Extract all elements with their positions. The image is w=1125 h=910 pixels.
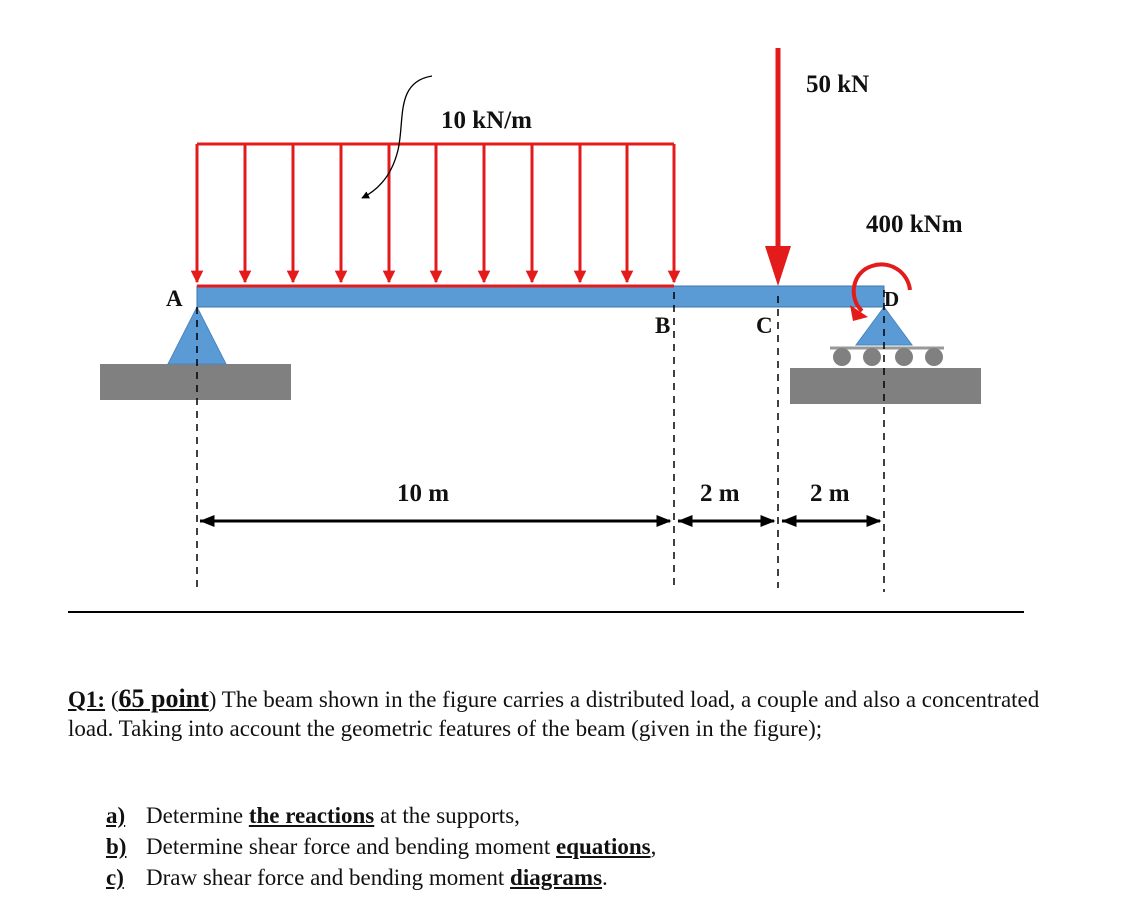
point-load-arrowhead [765, 246, 791, 286]
task-item: b) Determine shear force and bending mome… [106, 831, 656, 862]
dimension-ab-label: 10 m [397, 480, 449, 507]
dimension-cd-label: 2 m [810, 480, 850, 507]
task-text: Draw shear force and bending moment [146, 865, 511, 890]
task-emphasis: diagrams [510, 865, 603, 890]
question-paragraph: Q1: (65 point) The beam shown in the fig… [68, 684, 1058, 743]
question-label: Q1: [68, 687, 106, 712]
task-list: a) Determine the reactions at the support… [106, 800, 656, 893]
beam [196, 285, 885, 308]
points-close: ) [208, 687, 217, 712]
moment-arc [851, 262, 912, 313]
point-d-label: D [884, 287, 899, 311]
task-letter: c) [106, 865, 124, 890]
dimension-bc-label: 2 m [700, 480, 740, 507]
point-load-label: 50 kN [806, 71, 869, 98]
task-text-end: at the supports, [374, 803, 520, 828]
moment-label: 400 kNm [866, 211, 963, 238]
question-text: The beam shown in the figure carries a d… [68, 687, 1040, 741]
roller-support-d [855, 306, 913, 346]
task-emphasis: equations [556, 834, 651, 859]
ground-left [100, 364, 291, 400]
moment-arrowhead [850, 305, 868, 321]
point-c-label: C [756, 313, 773, 338]
distributed-load [190, 142, 681, 288]
point-a-label: A [166, 286, 183, 311]
task-letter: b) [106, 834, 127, 859]
task-emphasis: the reactions [248, 803, 375, 828]
question-points: 65 point [118, 684, 209, 713]
roller-wheels [833, 348, 943, 366]
task-letter: a) [106, 803, 126, 828]
task-text: Determine [146, 803, 249, 828]
beam-diagram: 10 kN/m 50 kN 400 kNm A B C D 10 m 2 m 2… [68, 48, 1024, 613]
task-text: Determine shear force and bending moment [146, 834, 557, 859]
points-open: ( [110, 687, 119, 712]
point-b-label: B [655, 313, 670, 338]
load-leader-arrow [361, 75, 433, 199]
task-item: c) Draw shear force and bending moment di… [106, 862, 656, 893]
distributed-load-label: 10 kN/m [441, 107, 532, 134]
dashed-lines [196, 290, 885, 592]
ground-right [790, 368, 981, 404]
task-text-end: . [602, 865, 608, 890]
task-item: a) Determine the reactions at the support… [106, 800, 656, 831]
task-text-end: , [650, 834, 657, 859]
